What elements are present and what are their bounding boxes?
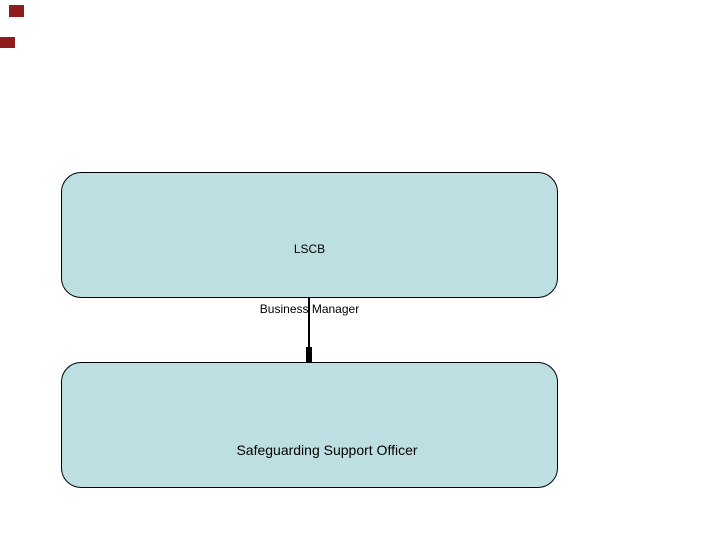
org-node-safeguarding-support-officer[interactable]: Safeguarding Support Officer bbox=[61, 362, 558, 488]
node-label-line1: LSCB bbox=[293, 242, 326, 256]
node-label: LSCB Business Manager bbox=[62, 173, 557, 359]
org-node-lscb-business-manager[interactable]: LSCB Business Manager bbox=[61, 172, 558, 316]
slide-marker-1 bbox=[9, 5, 24, 17]
connector-arrowhead bbox=[306, 347, 312, 362]
node-label-line2: Business Manager bbox=[259, 302, 360, 316]
slide-marker-2 bbox=[0, 37, 15, 48]
node-label-line1: Safeguarding Support Officer bbox=[236, 442, 418, 458]
node-label: Safeguarding Support Officer bbox=[62, 363, 557, 500]
connector-line bbox=[308, 298, 310, 362]
